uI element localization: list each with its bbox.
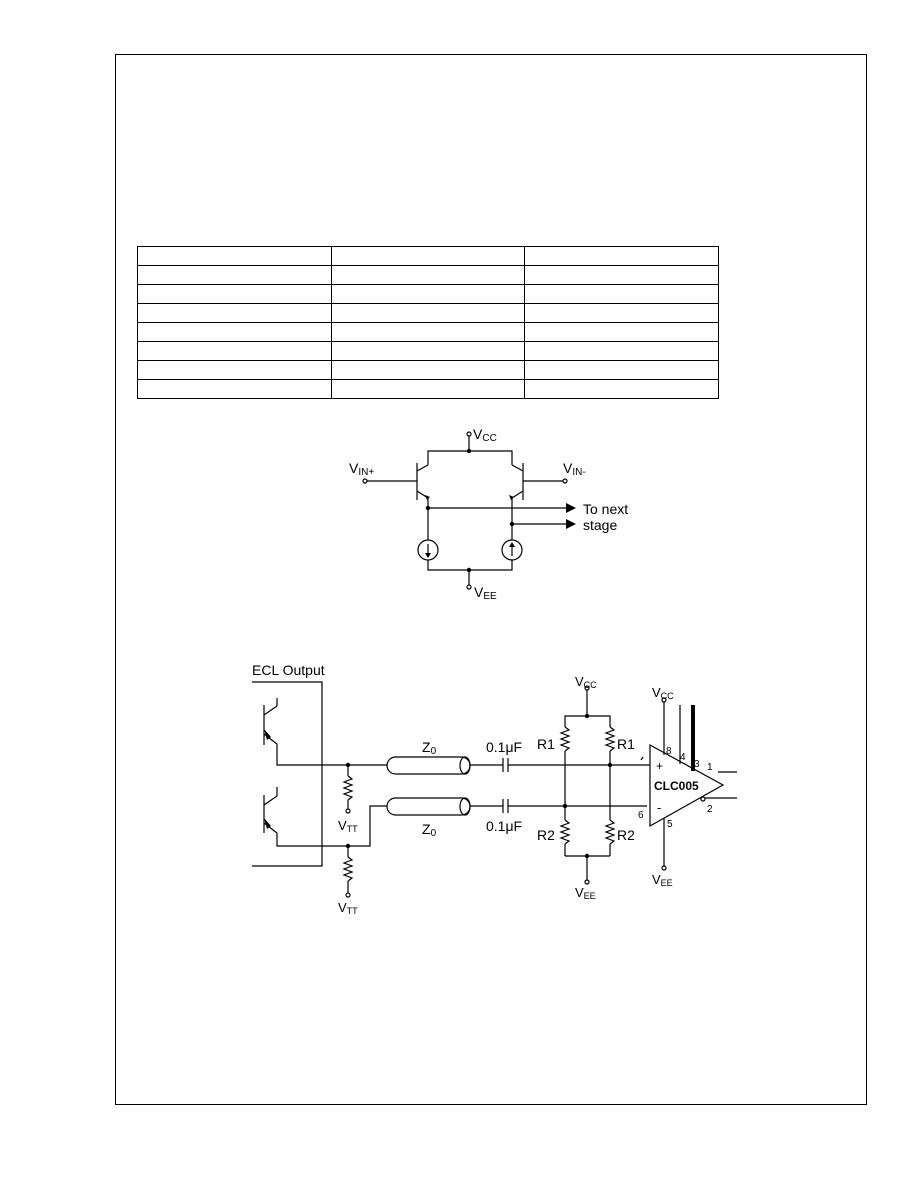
cap-upper-label: 0.1μF — [486, 739, 522, 755]
table-row — [137, 360, 719, 380]
vin-minus-label: VIN- — [563, 460, 586, 478]
amp-vcc-label: VCC — [652, 685, 674, 701]
vtt-lower-label: VTT — [338, 900, 358, 916]
z0-upper-label: Z0 — [422, 739, 437, 757]
r1-right-label: R1 — [617, 736, 635, 752]
r1-left-label: R1 — [537, 736, 555, 752]
vee-label: VEE — [474, 584, 497, 602]
table-row — [137, 341, 719, 361]
table-row — [137, 322, 719, 342]
vin-plus-label: VIN+ — [349, 460, 374, 478]
pin-2-label: 2 — [707, 804, 713, 815]
spec-table — [137, 246, 719, 399]
chip-name-label: CLC005 — [654, 779, 699, 793]
bias-vee-label: VEE — [575, 885, 596, 901]
z0-lower-label: Z0 — [422, 821, 437, 839]
pin-6-label: 6 — [638, 810, 644, 821]
r2-left-label: R2 — [537, 827, 555, 843]
page-frame — [115, 54, 867, 1105]
to-next-stage-label-line1: To next — [583, 501, 628, 517]
plus-input-label: + — [656, 759, 663, 773]
vcc-label: VCC — [473, 426, 497, 444]
pin-5-label: 5 — [667, 819, 673, 830]
amp-vee-label: VEE — [652, 872, 673, 888]
pin-3-label: 3 — [694, 759, 700, 770]
table-cell — [524, 379, 719, 399]
table-row — [137, 379, 719, 399]
pin-8-label: 8 — [666, 746, 672, 757]
minus-input-label: - — [657, 800, 661, 815]
to-next-stage-label-line2: stage — [583, 517, 617, 533]
cap-lower-label: 0.1μF — [486, 818, 522, 834]
ecl-output-label: ECL Output — [252, 662, 325, 678]
vtt-upper-label: VTT — [338, 818, 358, 834]
r2-right-label: R2 — [617, 827, 635, 843]
bias-vcc-label: VCC — [575, 674, 597, 690]
table-row — [137, 303, 719, 323]
pin-4-label: 4 — [680, 752, 686, 763]
pin-1-label: 1 — [707, 762, 713, 773]
